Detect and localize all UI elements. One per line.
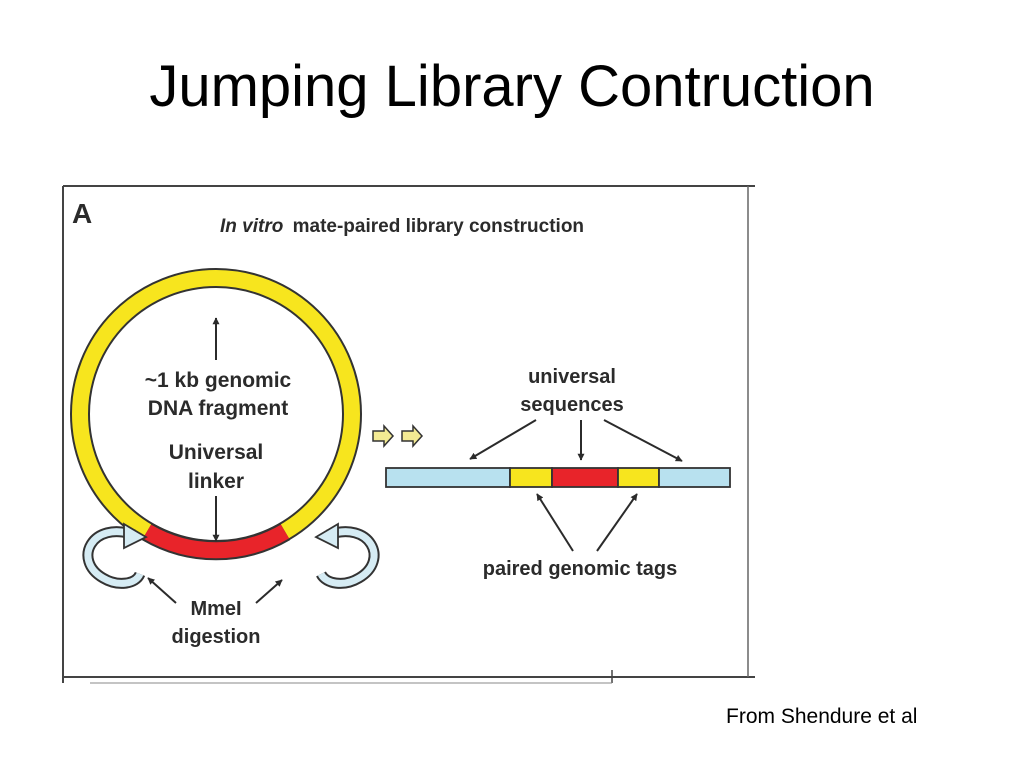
circular-dna bbox=[70, 268, 362, 561]
linker-center bbox=[551, 467, 619, 488]
digestion-arrow-left bbox=[147, 577, 177, 604]
linker-label-line2: linker bbox=[188, 470, 244, 493]
linear-product-bar bbox=[385, 467, 731, 488]
genomic-tag-right bbox=[617, 467, 660, 488]
universal-arrow-right bbox=[603, 419, 683, 462]
fragment-label-line2: DNA fragment bbox=[148, 397, 288, 420]
figure-heading: In vitro mate-paired library constructio… bbox=[220, 216, 584, 237]
digestion-label-line2: digestion bbox=[172, 626, 261, 648]
heading-italic: In vitro bbox=[220, 216, 283, 237]
tag-arrow-right bbox=[596, 493, 638, 552]
universal-label-line2: sequences bbox=[520, 394, 623, 416]
fragment-label-line1: ~1 kb genomic bbox=[145, 369, 292, 392]
step-arrows-icon bbox=[372, 424, 424, 448]
slide-title: Jumping Library Contruction bbox=[149, 54, 875, 119]
universal-linker-fill bbox=[142, 524, 290, 559]
digestion-label-line1: MmeI bbox=[190, 598, 241, 620]
linker-label-line1: Universal bbox=[169, 441, 264, 464]
mmei-right-arrow-icon bbox=[314, 522, 380, 589]
mmei-left-arrow-icon bbox=[82, 522, 148, 589]
outer-sequence-right bbox=[658, 467, 731, 488]
genomic-tag-left bbox=[509, 467, 553, 488]
heading-rest: mate-paired library construction bbox=[293, 216, 584, 237]
figure-frame bbox=[62, 185, 755, 684]
tag-arrow-left bbox=[536, 493, 574, 552]
citation: From Shendure et al bbox=[726, 705, 918, 728]
paired-tags-label: paired genomic tags bbox=[483, 558, 678, 580]
universal-label-line1: universal bbox=[528, 366, 616, 388]
universal-arrow-left bbox=[469, 419, 537, 460]
panel-letter: A bbox=[72, 198, 92, 229]
outer-sequence-left bbox=[385, 467, 511, 488]
digestion-arrow-right bbox=[255, 579, 283, 604]
